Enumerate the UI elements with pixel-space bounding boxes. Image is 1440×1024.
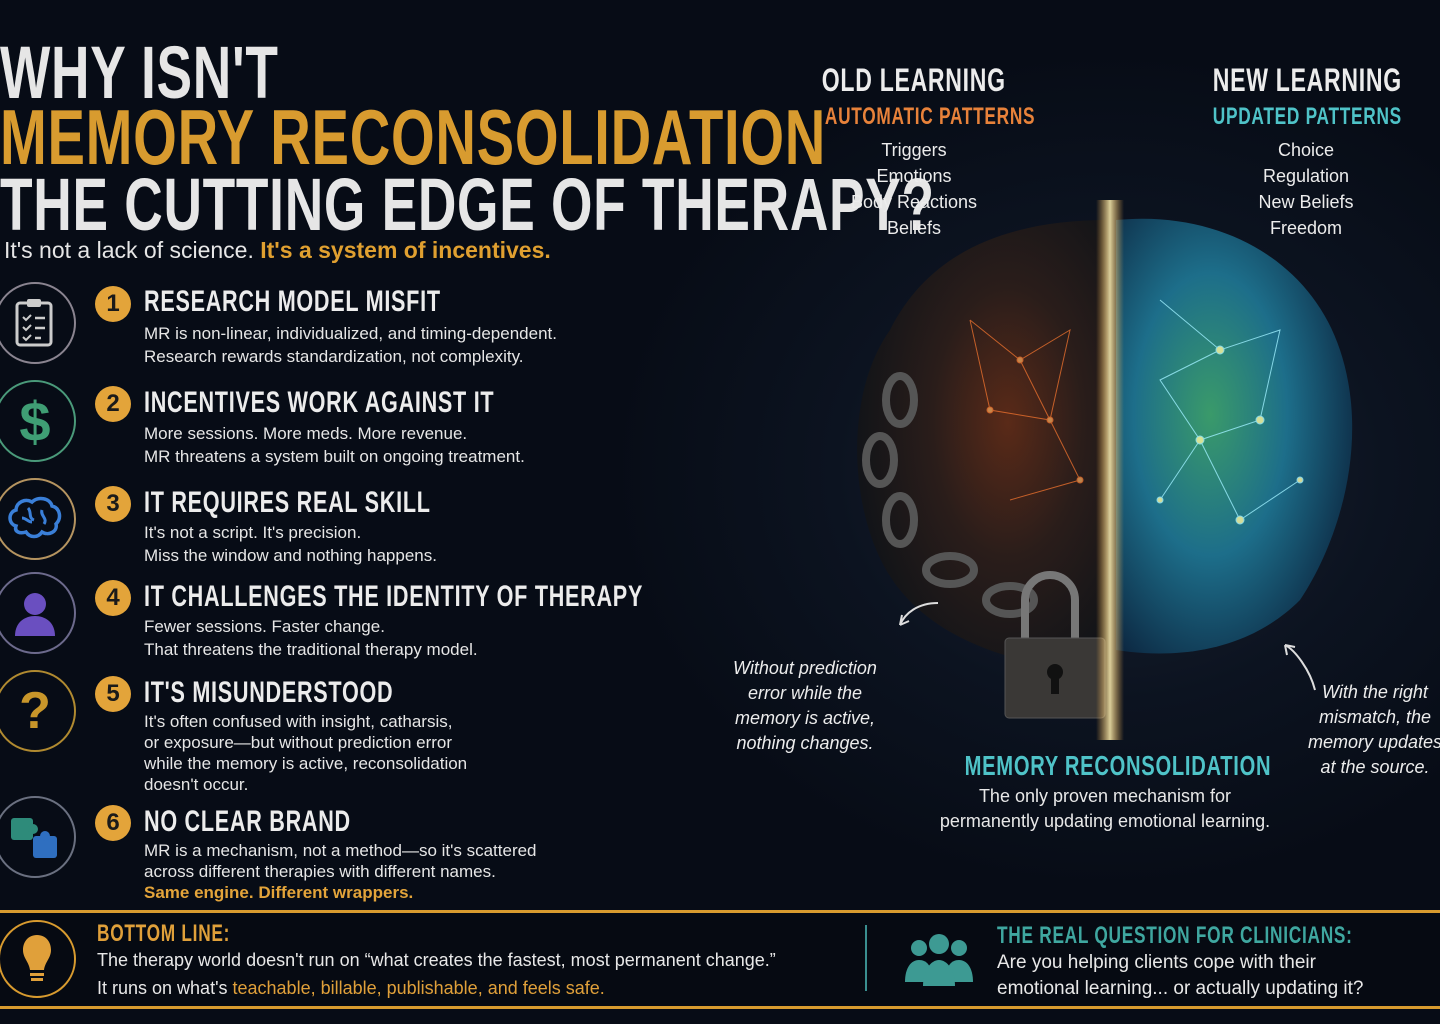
real-question-text: Are you helping clients cope with their …: [997, 952, 1364, 999]
clipboard-checklist-icon: [0, 282, 76, 364]
title-line-3: THE CUTTING EDGE OF THERAPY?: [0, 163, 935, 246]
item-heading: RESEARCH MODEL MISFIT: [144, 285, 441, 318]
item-number-badge: 2: [95, 386, 131, 422]
divider-top: [0, 910, 1440, 913]
old-brain-half: [857, 220, 1108, 670]
puzzle-icon: [0, 796, 76, 878]
lightbulb-icon: [0, 920, 76, 998]
brain-illustration: [857, 200, 1353, 740]
item-body: MR is non-linear, individualized, and ti…: [144, 324, 557, 366]
item-number-badge: 3: [95, 486, 131, 522]
vertical-divider: [865, 925, 867, 991]
item-number-badge: 6: [95, 805, 131, 841]
item-body: It's not a script. It's precision.Miss t…: [144, 523, 437, 565]
subtitle: It's not a lack of science. It's a syste…: [4, 237, 551, 263]
item-heading: IT REQUIRES REAL SKILL: [144, 486, 431, 519]
old-learning-column: OLD LEARNING AUTOMATIC PATTERNS Triggers…: [821, 62, 1036, 238]
item-heading: INCENTIVES WORK AGAINST IT: [144, 386, 495, 419]
new-brain-half: [1116, 218, 1353, 654]
divider-bottom: [0, 1006, 1440, 1009]
item-heading: IT CHALLENGES THE IDENTITY OF THERAPY: [144, 580, 644, 613]
memory-reconsolidation-caption: MEMORY RECONSOLIDATION The only proven m…: [939, 750, 1272, 831]
title-line-2: MEMORY RECONSOLIDATION: [0, 93, 827, 181]
group-people-icon: [905, 932, 973, 993]
real-question-title: THE REAL QUESTION FOR CLINICIANS:: [997, 922, 1353, 949]
item-number-badge: 5: [95, 676, 131, 712]
bottom-line-title: BOTTOM LINE:: [97, 920, 231, 947]
item-heading: NO CLEAR BRAND: [144, 805, 351, 838]
dollar-icon: $: [0, 380, 76, 462]
brain-icon: [0, 478, 76, 560]
item-number-badge: 4: [95, 580, 131, 616]
light-beam: [1096, 200, 1124, 740]
bottom-bar: [0, 913, 1440, 1006]
item-body: More sessions. More meds. More revenue.M…: [144, 424, 525, 466]
item-body: It's often confused with insight, cathar…: [144, 712, 468, 794]
padlock-shackle: [1021, 571, 1079, 640]
title-line-1: WHY ISN'T: [0, 31, 279, 114]
question-mark-icon: ?: [0, 670, 76, 752]
bottom-line-text: The therapy world doesn't run on “what c…: [97, 950, 776, 998]
person-icon: [0, 572, 76, 654]
item-body: Fewer sessions. Faster change.That threa…: [144, 617, 478, 659]
item-body: MR is a mechanism, not a method—so it's …: [144, 841, 537, 902]
item-heading: IT'S MISUNDERSTOOD: [144, 676, 394, 709]
item-number-badge: 1: [95, 286, 131, 322]
